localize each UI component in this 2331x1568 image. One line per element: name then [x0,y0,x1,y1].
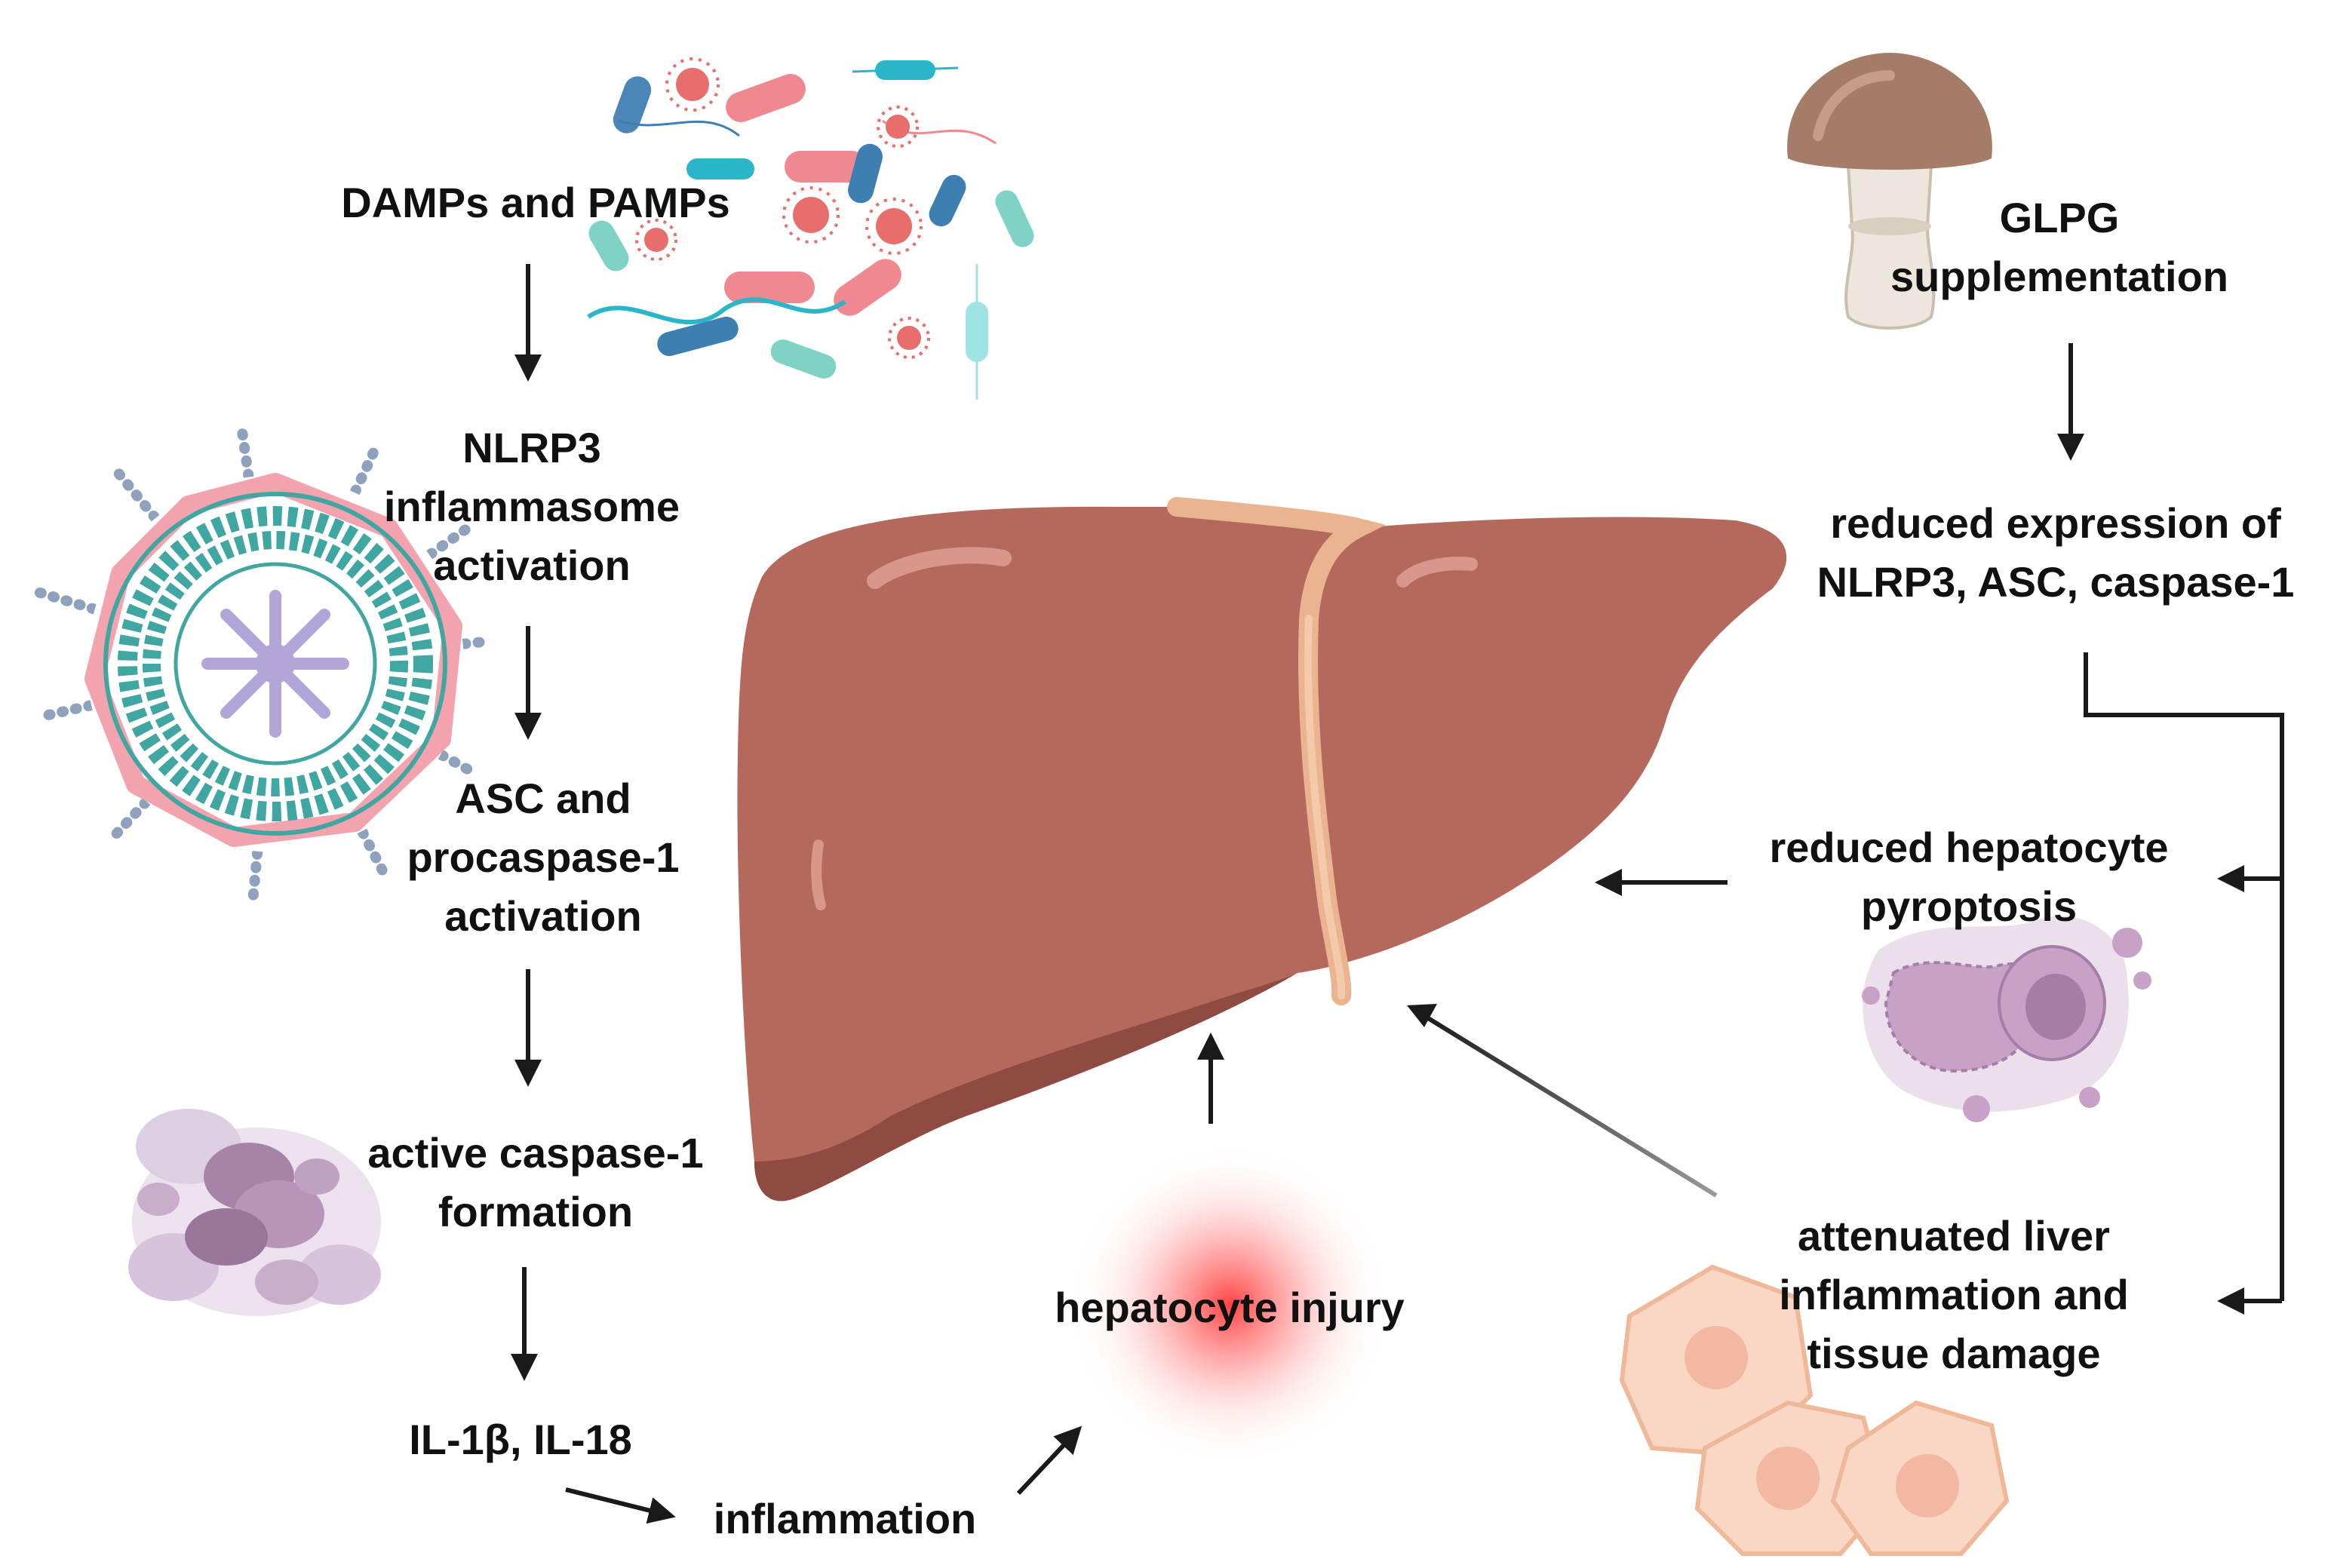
caspase-cell-icon [128,1109,381,1316]
label-nlrp3-activation: NLRP3 inflammasome activation [383,424,680,589]
label-attenuated-inflammation: attenuated liver inflammation and tissue… [1779,1212,2129,1377]
label-asc-procaspase: ASC and procaspase-1 activation [407,775,680,940]
mushroom-icon [1787,53,1992,330]
label-inflammation: inflammation [713,1495,977,1542]
liver-icon [737,497,1787,1201]
label-glpg-supplementation: GLPG supplementation [1890,194,2229,300]
pyroptotic-cell-icon [1862,916,2151,1122]
bracket-connector [2084,652,2284,1301]
inflammasome-icon [32,421,496,907]
label-damps-pamps: DAMPs and PAMPs [341,179,730,226]
label-reduced-expression: reduced expression of NLRP3, ASC, caspas… [1817,499,2295,606]
left-pathway-arrows [511,264,1224,1524]
microbe-cluster-icon [587,57,1034,400]
arrow-il-to-inflammation [565,1487,676,1524]
label-hepatocyte-injury: hepatocyte injury [1055,1284,1405,1331]
label-reduced-pyroptosis: reduced hepatocyte pyroptosis [1769,824,2169,930]
right-pathway-arrows [1595,343,2284,1315]
arrow-attenuated-to-liver-head [1407,1004,1437,1027]
label-il1b-il18: IL-1β, IL-18 [409,1416,632,1463]
arrow-inflammation-to-injury [1016,1425,1083,1496]
injury-glow [1067,1143,1392,1467]
arrow-attenuated-to-liver [1420,1012,1718,1198]
hepatocyte-tissue-icon [1619,1264,2010,1556]
label-active-caspase: active caspase-1 formation [367,1129,704,1235]
